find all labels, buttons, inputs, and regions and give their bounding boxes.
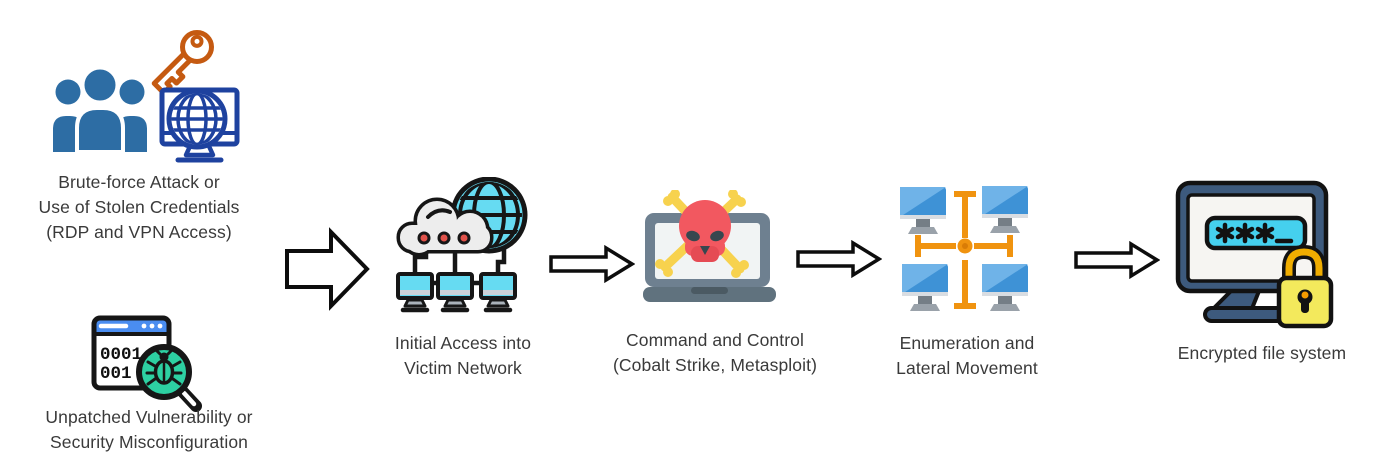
binary-code-line2: 001	[100, 364, 132, 384]
label-line: Security Misconfiguration	[50, 432, 248, 452]
label-line: Unpatched Vulnerability or	[45, 407, 253, 427]
flow-arrow-icon	[1074, 241, 1160, 279]
globe-monitor-icon	[159, 87, 240, 163]
stage-enumeration-label: Enumeration and Lateral Movement	[852, 331, 1082, 381]
encrypted-monitor-icon	[1175, 180, 1329, 323]
flow-arrow-icon	[549, 245, 635, 283]
workstation-monitors	[900, 186, 1028, 311]
label-line: Use of Stolen Credentials	[38, 197, 240, 217]
padlock-icon	[1276, 244, 1334, 329]
encrypted-filesystem-icon	[1175, 180, 1334, 329]
binary-code-line1: 0001	[100, 345, 142, 365]
label-line: Initial Access into	[394, 333, 532, 353]
laptop-skull-icon	[643, 190, 776, 302]
label-line: Encrypted file system	[1177, 343, 1347, 363]
lateral-movement-icon	[900, 186, 1028, 311]
key-icon	[151, 29, 214, 96]
entry-vulnerability-label: Unpatched Vulnerability or Security Misc…	[8, 405, 290, 455]
label-line: Command and Control	[626, 330, 804, 350]
terminal-monitor	[396, 272, 434, 313]
workstation-monitor	[900, 187, 946, 234]
workstation-monitor	[902, 264, 948, 311]
workstation-monitor	[982, 264, 1028, 311]
bug-icon	[145, 347, 183, 386]
hub-connectors	[915, 191, 1013, 309]
terminal-monitor	[436, 272, 474, 313]
workstation-monitor	[982, 186, 1028, 233]
credentials-cluster-icon	[53, 29, 240, 163]
label-line: Enumeration and	[899, 333, 1035, 353]
label-line: Lateral Movement	[896, 358, 1038, 378]
entry-credentials-label: Brute-force Attack or Use of Stolen Cred…	[7, 170, 271, 245]
globe-grid	[171, 93, 223, 145]
user-group-icon	[53, 65, 147, 154]
stage-command-control-label: Command and Control (Cobalt Strike, Meta…	[575, 328, 855, 378]
vulnerability-scanner-icon: 0001 001	[91, 315, 202, 412]
flow-arrow-icon	[796, 240, 882, 278]
label-line: Brute-force Attack or	[58, 172, 220, 192]
skull-icon	[679, 200, 731, 262]
hub-node-center	[962, 243, 968, 249]
password-masked-text	[1215, 222, 1294, 244]
bug-magnifier-icon	[136, 344, 202, 412]
label-line: Victim Network	[404, 358, 522, 378]
terminal-monitor	[479, 272, 517, 313]
cloud-icon	[396, 197, 494, 257]
label-line: (RDP and VPN Access)	[46, 222, 232, 242]
label-line: (Cobalt Strike, Metasploit)	[612, 355, 818, 375]
stage-encrypted-label: Encrypted file system	[1142, 341, 1382, 366]
stage-initial-access-label: Initial Access into Victim Network	[343, 331, 583, 381]
terminal-monitors	[396, 272, 517, 313]
cloud-network-icon	[396, 177, 528, 313]
merge-arrow-icon	[285, 227, 370, 311]
